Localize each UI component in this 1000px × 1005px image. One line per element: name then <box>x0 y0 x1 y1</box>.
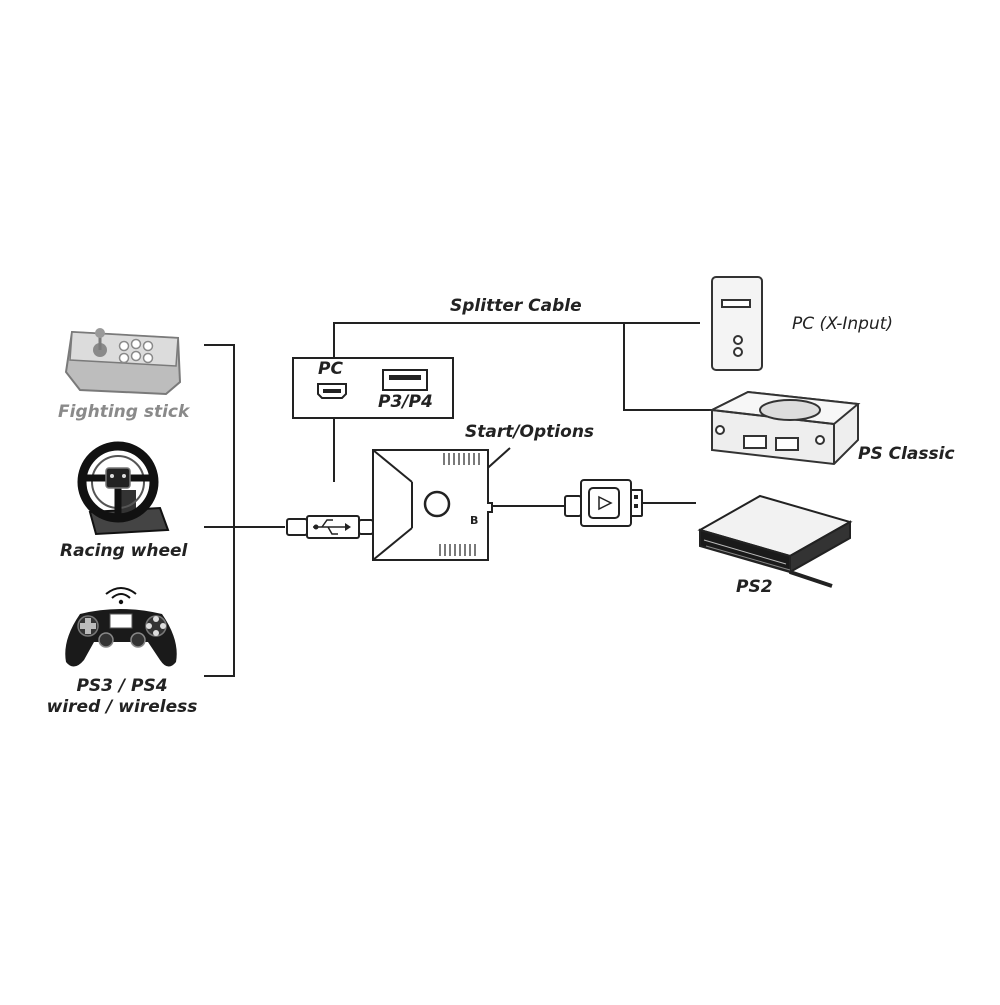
connector-pc-label: PC <box>318 359 343 379</box>
gamepad-label-line1: PS3 / PS4 <box>76 676 168 696</box>
start-options-button[interactable] <box>423 490 451 518</box>
connector-label-box <box>292 357 454 419</box>
fighting-stick-label: Fighting stick <box>58 402 190 422</box>
ps2-label: PS2 <box>736 577 773 597</box>
ps-classic-label: PS Classic <box>858 444 955 464</box>
pc-tower-icon <box>711 276 763 371</box>
input-bracket <box>204 344 235 677</box>
splitter-to-ps-classic-line <box>623 323 712 411</box>
splitter-cable-line <box>333 322 700 482</box>
splitter-cable-label: Splitter Cable <box>450 296 582 316</box>
pc-xinput-label: PC (X-Input) <box>792 314 894 334</box>
ps2-console-icon <box>697 494 853 588</box>
adapter-box <box>372 449 493 561</box>
usb-plug-icon <box>286 515 374 539</box>
fighting-stick-icon <box>64 328 182 396</box>
racing-wheel-icon <box>77 441 170 536</box>
gamepad-label-line2: wired / wireless <box>46 697 198 717</box>
connector-p3p4-label: P3/P4 <box>378 392 433 412</box>
ps-classic-console-icon <box>708 390 861 466</box>
wireless-signal-icon <box>111 593 131 599</box>
start-options-label: Start/Options <box>465 422 595 442</box>
port-letter-label: B <box>470 514 479 527</box>
racing-wheel-label: Racing wheel <box>60 541 188 561</box>
ps2-plug-icon <box>564 479 643 527</box>
gamepad-icon <box>65 587 177 667</box>
